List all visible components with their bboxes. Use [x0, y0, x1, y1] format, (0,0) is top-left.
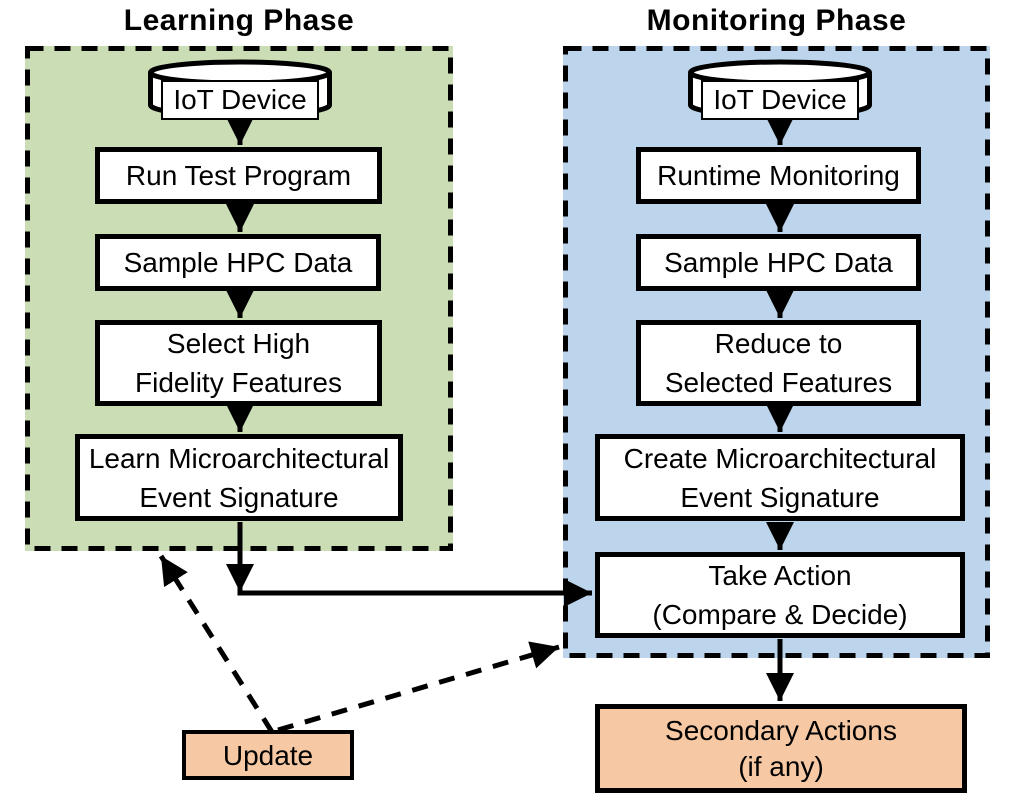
node-learn-microarchitectural-event-signature: Learn Microarchitectural Event Signature [75, 434, 403, 521]
learning-phase-title: Learning Phase [123, 4, 355, 37]
node-label: Update [222, 739, 314, 771]
node-label-line2: Event Signature [680, 481, 880, 513]
node-take-action-compare-decide: Take Action (Compare & Decide) [595, 552, 965, 638]
node-reduce-to-selected-features: Reduce to Selected Features [636, 320, 921, 406]
node-label-line2: (if any) [738, 750, 824, 782]
node-run-test-program: Run Test Program [95, 147, 382, 204]
node-select-high-fidelity-features: Select High Fidelity Features [95, 320, 382, 406]
node-label-line2: Fidelity Features [135, 367, 342, 398]
learning-iot-device-label: IoT Device [161, 80, 319, 120]
dashed-arrow-update-to-monitoring-phase [277, 641, 560, 733]
node-runtime-monitoring: Runtime Monitoring [636, 147, 921, 204]
node-label-line1: Take Action [708, 560, 852, 591]
node-label-line1: Select High [166, 328, 311, 359]
node-label-line1: Reduce to [714, 328, 843, 359]
node-label-line2: (Compare & Decide) [652, 599, 908, 630]
node-label-line1: Learn Microarchitectural [88, 442, 390, 474]
node-secondary-actions: Secondary Actions (if any) [595, 704, 967, 793]
node-label: Sample HPC Data [123, 247, 353, 278]
node-update: Update [182, 730, 354, 780]
node-label: Sample HPC Data [664, 247, 893, 278]
node-label: Run Test Program [125, 160, 352, 191]
node-sample-hpc-data-learning: Sample HPC Data [95, 234, 381, 291]
dashed-arrow-update-to-learning-phase [158, 554, 275, 734]
monitoring-phase-title: Monitoring Phase [646, 4, 907, 37]
node-sample-hpc-data-monitoring: Sample HPC Data [636, 234, 921, 291]
node-label-line1: Create Microarchitectural [623, 442, 937, 474]
monitoring-iot-device-label: IoT Device [701, 80, 859, 120]
node-label: Runtime Monitoring [657, 160, 900, 191]
node-label-line2: Event Signature [139, 481, 339, 513]
node-label-line2: Selected Features [664, 367, 893, 398]
node-label-line1: Secondary Actions [665, 714, 897, 746]
node-create-microarchitectural-event-signature: Create Microarchitectural Event Signatur… [595, 434, 965, 521]
